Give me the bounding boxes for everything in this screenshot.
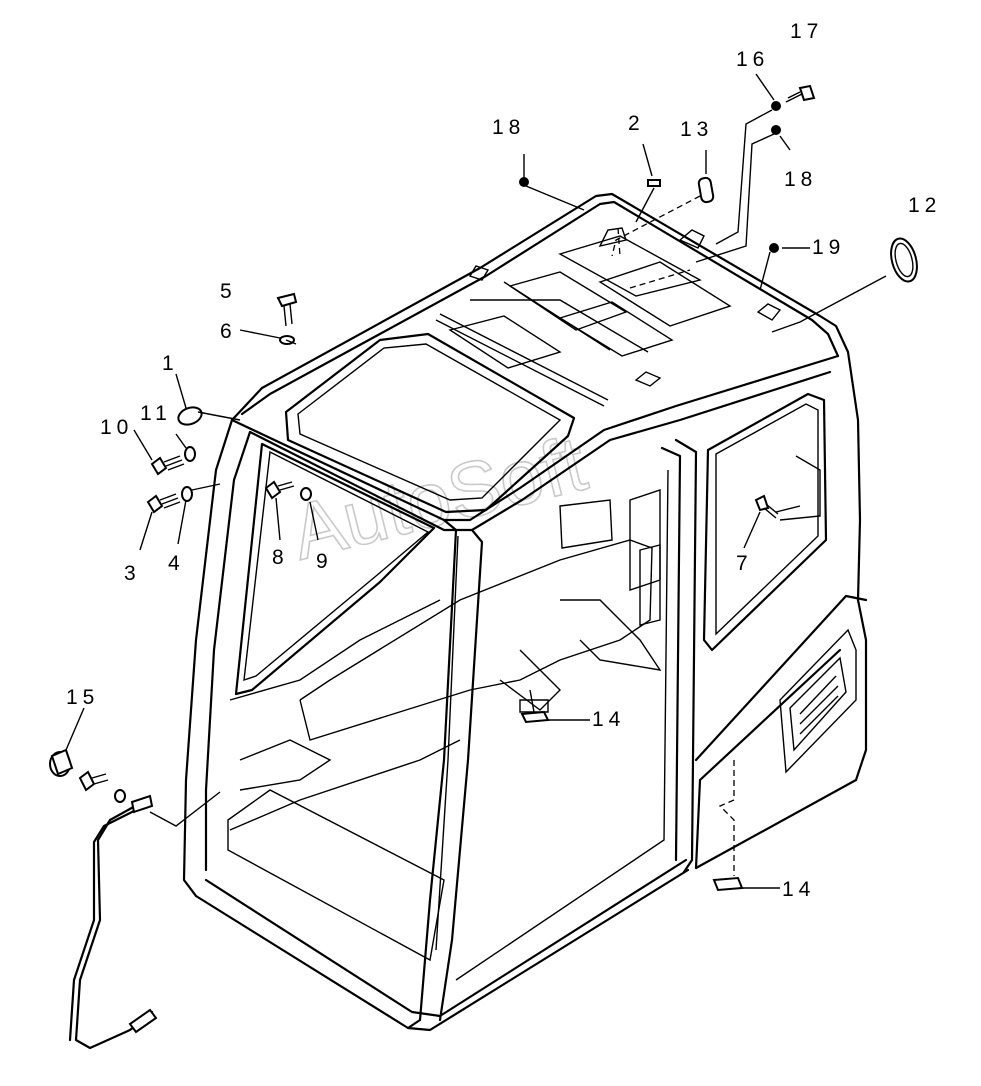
callout-15: 15 [66,686,99,709]
callout-5: 5 [220,280,237,303]
washer-part-4 [181,486,193,502]
callout-9: 9 [316,550,333,573]
callout-18: 18 [492,116,525,139]
bolt-part-10 [150,455,185,476]
callout-4: 4 [168,552,185,575]
nut-part-19 [769,243,779,253]
callout-1: 1 [162,352,179,375]
bolt-part-17 [785,84,816,103]
callout-13: 13 [680,118,713,141]
parts [49,84,918,1050]
callout-12: 12 [908,194,941,217]
callout-2: 2 [628,112,645,135]
part-2 [647,179,661,187]
oring-part-13 [697,176,715,204]
callout-10: 10 [100,416,133,439]
bolt-part-3 [146,493,181,514]
bolt-part-8 [264,480,295,500]
bolt-part-15 [78,770,96,792]
pad-part-14b [712,876,744,892]
washer-part-16 [771,101,781,111]
callout-3: 3 [124,562,141,585]
grab-rod [74,798,154,1050]
callout-16: 16 [736,48,769,71]
callout-labels: 1 2 3 4 5 6 7 8 9 10 11 12 13 14 14 15 1… [66,20,941,901]
nut-part-18b [771,125,781,135]
callout-14: 14 [592,708,625,731]
callout-19: 19 [812,236,845,259]
bolt-part-5 [276,292,298,327]
oring-part-1 [177,406,203,426]
bolt-part-7 [754,494,779,519]
callout-17: 17 [790,20,823,43]
washer-part-11 [184,446,196,462]
washer-part-15 [114,789,126,803]
nut-part-18 [519,177,529,187]
callout-6: 6 [220,320,237,343]
callout-11: 11 [140,402,172,425]
cap-part-15 [49,748,74,777]
callout-8: 8 [272,546,289,569]
washer-part-9 [300,487,312,501]
cab-body [182,192,868,1032]
callout-7: 7 [736,552,753,575]
callout-18b: 18 [784,168,817,191]
callout-14b: 14 [782,878,815,901]
leader-lines [65,73,887,889]
oring-part-12 [890,237,918,283]
pad-part-14 [520,710,550,724]
